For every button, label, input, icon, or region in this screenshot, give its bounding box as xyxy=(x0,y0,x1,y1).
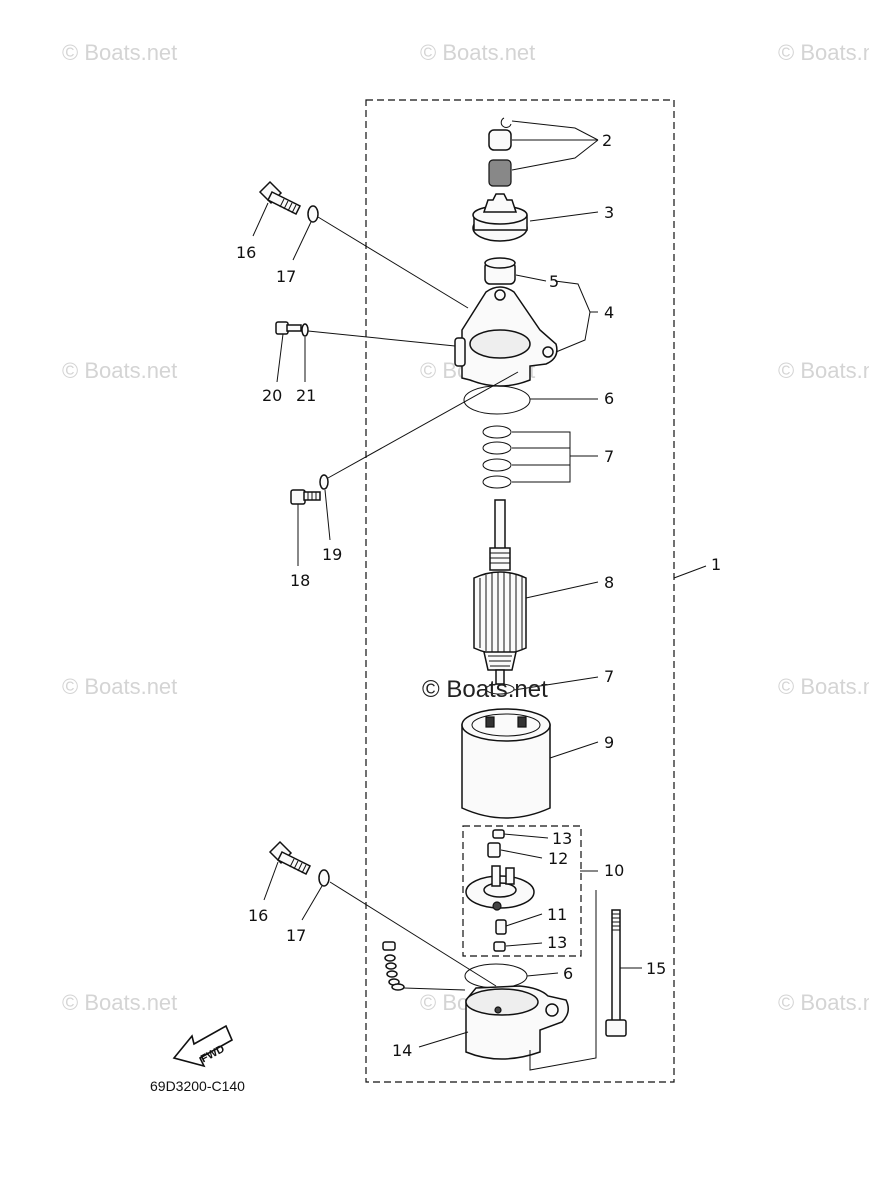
callout-13-lower: 13 xyxy=(547,933,567,952)
callout-9: 9 xyxy=(604,733,614,752)
callout-5: 5 xyxy=(549,272,559,291)
callout-7-lower: 7 xyxy=(604,667,614,686)
watermark: © Boats.net xyxy=(778,358,869,383)
watermark: © Boats.net xyxy=(778,990,869,1015)
callout-19: 19 xyxy=(322,545,342,564)
part-20-screw xyxy=(275,321,302,335)
part-17-washer-upper xyxy=(307,205,319,223)
callout-1: 1 xyxy=(711,555,721,574)
brush-holder-boundary-box xyxy=(462,825,582,957)
callout-6-upper: 6 xyxy=(604,389,614,408)
callout-3: 3 xyxy=(604,203,614,222)
callout-16-lower: 16 xyxy=(248,906,268,925)
callout-16-upper: 16 xyxy=(236,243,256,262)
callout-7-upper: 7 xyxy=(604,447,614,466)
terminal-hardware-stack xyxy=(382,941,405,991)
callout-8: 8 xyxy=(604,573,614,592)
part-18-bolt xyxy=(290,489,321,505)
watermark: © Boats.net xyxy=(62,990,177,1015)
part-7-washer-lower xyxy=(485,683,515,695)
fwd-arrow-icon: FWD xyxy=(172,1024,234,1068)
part-21-lock-washer xyxy=(301,323,309,337)
part-5-bushing xyxy=(484,257,516,285)
part-16-bolt-lower xyxy=(268,840,312,876)
callout-17-lower: 17 xyxy=(286,926,306,945)
center-watermark: © Boats.net xyxy=(422,676,548,703)
part-19-washer xyxy=(319,474,329,490)
part-17-washer-lower xyxy=(318,869,330,887)
part-10-brush-holder-assembly xyxy=(465,829,535,952)
watermark: © Boats.net xyxy=(420,40,535,65)
callout-numbers: 2 3 5 4 6 7 1 8 7 9 13 12 10 11 13 6 15 … xyxy=(236,131,721,1060)
watermark: © Boats.net xyxy=(62,674,177,699)
callout-12: 12 xyxy=(548,849,568,868)
part-6-o-ring-lower xyxy=(464,963,528,989)
callout-18: 18 xyxy=(290,571,310,590)
part-3-pinion-gear xyxy=(472,193,528,242)
callout-2: 2 xyxy=(602,131,612,150)
watermark: © Boats.net xyxy=(778,40,869,65)
part-15-through-bolt xyxy=(605,909,627,1037)
callout-17-upper: 17 xyxy=(276,267,296,286)
watermark: © Boats.net xyxy=(62,40,177,65)
part-4-front-bracket xyxy=(454,286,558,387)
part-7-washers-upper xyxy=(482,425,512,489)
part-9-yoke-housing xyxy=(461,708,551,819)
part-2-clip-collar-spring xyxy=(488,117,512,187)
callout-10: 10 xyxy=(604,861,624,880)
callout-13-upper: 13 xyxy=(552,829,572,848)
part-14-rear-bracket xyxy=(465,985,569,1060)
callout-21: 21 xyxy=(296,386,316,405)
watermark-group: © Boats.net © Boats.net © Boats.net © Bo… xyxy=(62,40,869,1015)
diagram-code: 69D3200-C140 xyxy=(150,1078,245,1094)
callout-6-lower: 6 xyxy=(563,964,573,983)
callout-4: 4 xyxy=(604,303,614,322)
callout-11: 11 xyxy=(547,905,567,924)
assembly-boundary-box xyxy=(365,99,675,1083)
callout-15: 15 xyxy=(646,959,666,978)
part-6-o-ring-upper xyxy=(463,385,531,415)
watermark: © Boats.net xyxy=(62,358,177,383)
part-8-armature xyxy=(473,499,527,685)
callout-14: 14 xyxy=(392,1041,412,1060)
part-16-bolt-upper xyxy=(258,180,302,216)
watermark: © Boats.net xyxy=(778,674,869,699)
callout-20: 20 xyxy=(262,386,282,405)
leader-lines xyxy=(252,120,707,1071)
